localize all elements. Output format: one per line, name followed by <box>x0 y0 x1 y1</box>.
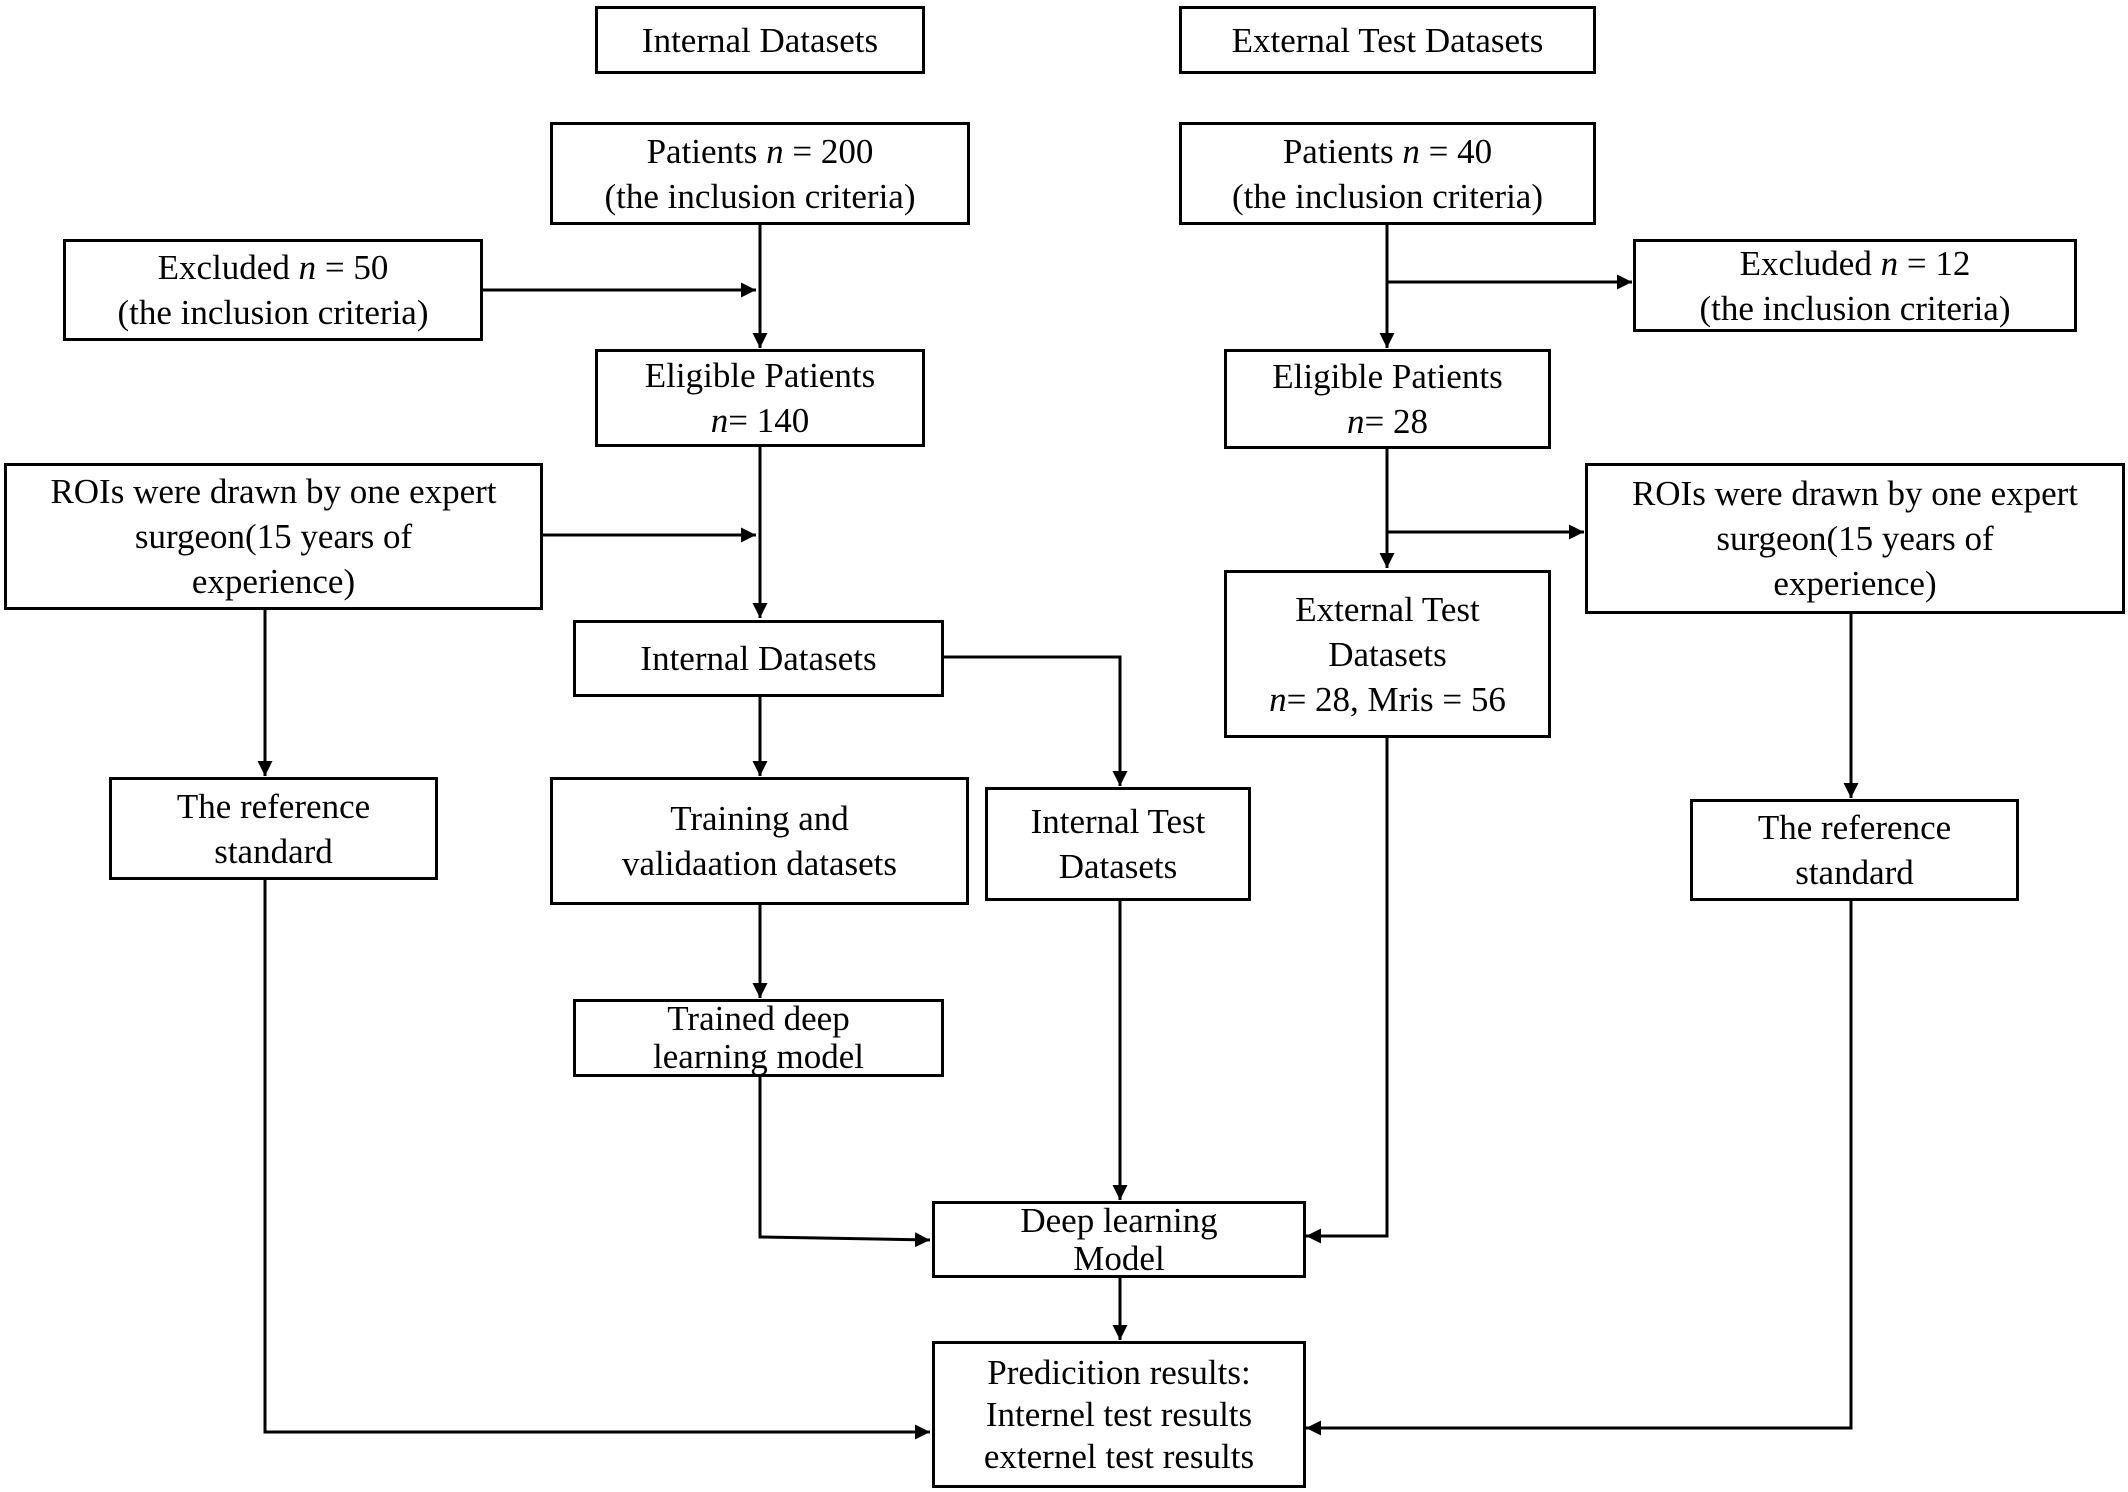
external-excluded-count: Excluded n = 12 <box>1739 243 1971 283</box>
external-reference-line-2: standard <box>1795 853 1914 892</box>
external-test-count: n= 28, Mris = 56 <box>1269 679 1506 719</box>
training-validation-box: Training and validaation datasets <box>550 777 969 905</box>
internal-eligible-count: n= 140 <box>710 401 810 440</box>
external-eligible-count: n= 28 <box>1347 402 1428 441</box>
trained-model-line-1: Trained deep <box>667 999 850 1038</box>
arrow-trained-model-to-dl-model <box>758 1077 931 1248</box>
internal-rois-line-2: surgeon(15 years of <box>134 517 413 556</box>
header-external-label: External Test Datasets <box>1231 20 1544 60</box>
external-rois-box: ROIs were drawn by one expert surgeon(15… <box>1585 463 2125 614</box>
training-validation-line-2: validaation datasets <box>621 844 898 883</box>
external-test-line-2: Datasets <box>1328 634 1447 674</box>
external-rois-line-1: ROIs were drawn by one expert <box>1631 474 2079 513</box>
internal-test-line-2: Datasets <box>1058 847 1178 886</box>
internal-patients-box: Patients n = 200 (the inclusion criteria… <box>550 122 970 225</box>
external-eligible-label: Eligible Patients <box>1272 357 1503 396</box>
trained-model-box: Trained deep learning model <box>573 999 944 1077</box>
external-excluded-box: Excluded n = 12 (the inclusion criteria) <box>1633 239 2077 332</box>
arrow-ext-test-datasets-to-dl-model <box>1306 738 1389 1244</box>
external-test-datasets-box: External Test Datasets n= 28, Mris = 56 <box>1224 570 1551 738</box>
prediction-results-box: Predicition results: Internel test resul… <box>932 1341 1306 1488</box>
internal-reference-line-2: standard <box>214 831 333 871</box>
internal-reference-line-1: The reference <box>176 786 371 826</box>
header-internal-datasets: Internal Datasets <box>595 6 925 74</box>
internal-rois-line-1: ROIs were drawn by one expert <box>50 472 497 511</box>
external-reference-box: The reference standard <box>1690 799 2019 901</box>
internal-datasets-label: Internal Datasets <box>640 639 877 678</box>
internal-reference-box: The reference standard <box>109 777 438 880</box>
external-patients-count: Patients n = 40 <box>1282 131 1493 171</box>
internal-rois-box: ROIs were drawn by one expert surgeon(15… <box>4 463 543 610</box>
internal-test-line-1: Internal Test <box>1030 802 1206 841</box>
internal-test-datasets-box: Internal Test Datasets <box>985 787 1251 901</box>
arrow-datasets-to-internal-test <box>944 655 1128 786</box>
header-internal-label: Internal Datasets <box>641 20 879 60</box>
internal-excluded-count: Excluded n = 50 <box>157 248 389 287</box>
external-rois-line-2: surgeon(15 years of <box>1716 519 1994 558</box>
header-external-datasets: External Test Datasets <box>1179 6 1596 74</box>
arrow-reference-to-results <box>263 880 930 1440</box>
dl-model-line-2: Model <box>1073 1238 1165 1278</box>
trained-model-line-2: learning model <box>653 1037 864 1076</box>
external-patients-note: (the inclusion criteria) <box>1232 176 1543 216</box>
arrow-ext-reference-to-results <box>1306 901 1853 1436</box>
results-line-2: Internel test results <box>985 1394 1253 1434</box>
results-line-1: Predicition results: <box>987 1352 1251 1392</box>
internal-rois-line-3: experience) <box>191 562 356 601</box>
internal-patients-count: Patients n = 200 <box>646 131 874 171</box>
external-excluded-note: (the inclusion criteria) <box>1699 288 2011 328</box>
results-line-3: externel test results <box>983 1436 1255 1476</box>
deep-learning-model-box: Deep learning Model <box>932 1201 1306 1278</box>
external-patients-box: Patients n = 40 (the inclusion criteria) <box>1179 122 1596 225</box>
internal-patients-note: (the inclusion criteria) <box>604 176 916 216</box>
internal-eligible-box: Eligible Patients n= 140 <box>595 349 925 447</box>
external-rois-line-3: experience) <box>1773 564 1937 603</box>
internal-eligible-label: Eligible Patients <box>644 356 876 395</box>
external-reference-line-1: The reference <box>1757 808 1952 847</box>
internal-excluded-note: (the inclusion criteria) <box>117 293 429 332</box>
internal-datasets-box: Internal Datasets <box>573 620 944 697</box>
external-test-line-1: External Test <box>1295 589 1480 629</box>
training-validation-line-1: Training and <box>670 799 849 838</box>
internal-excluded-box: Excluded n = 50 (the inclusion criteria) <box>63 239 483 341</box>
dl-model-line-1: Deep learning <box>1020 1200 1218 1240</box>
external-eligible-box: Eligible Patients n= 28 <box>1224 349 1551 449</box>
